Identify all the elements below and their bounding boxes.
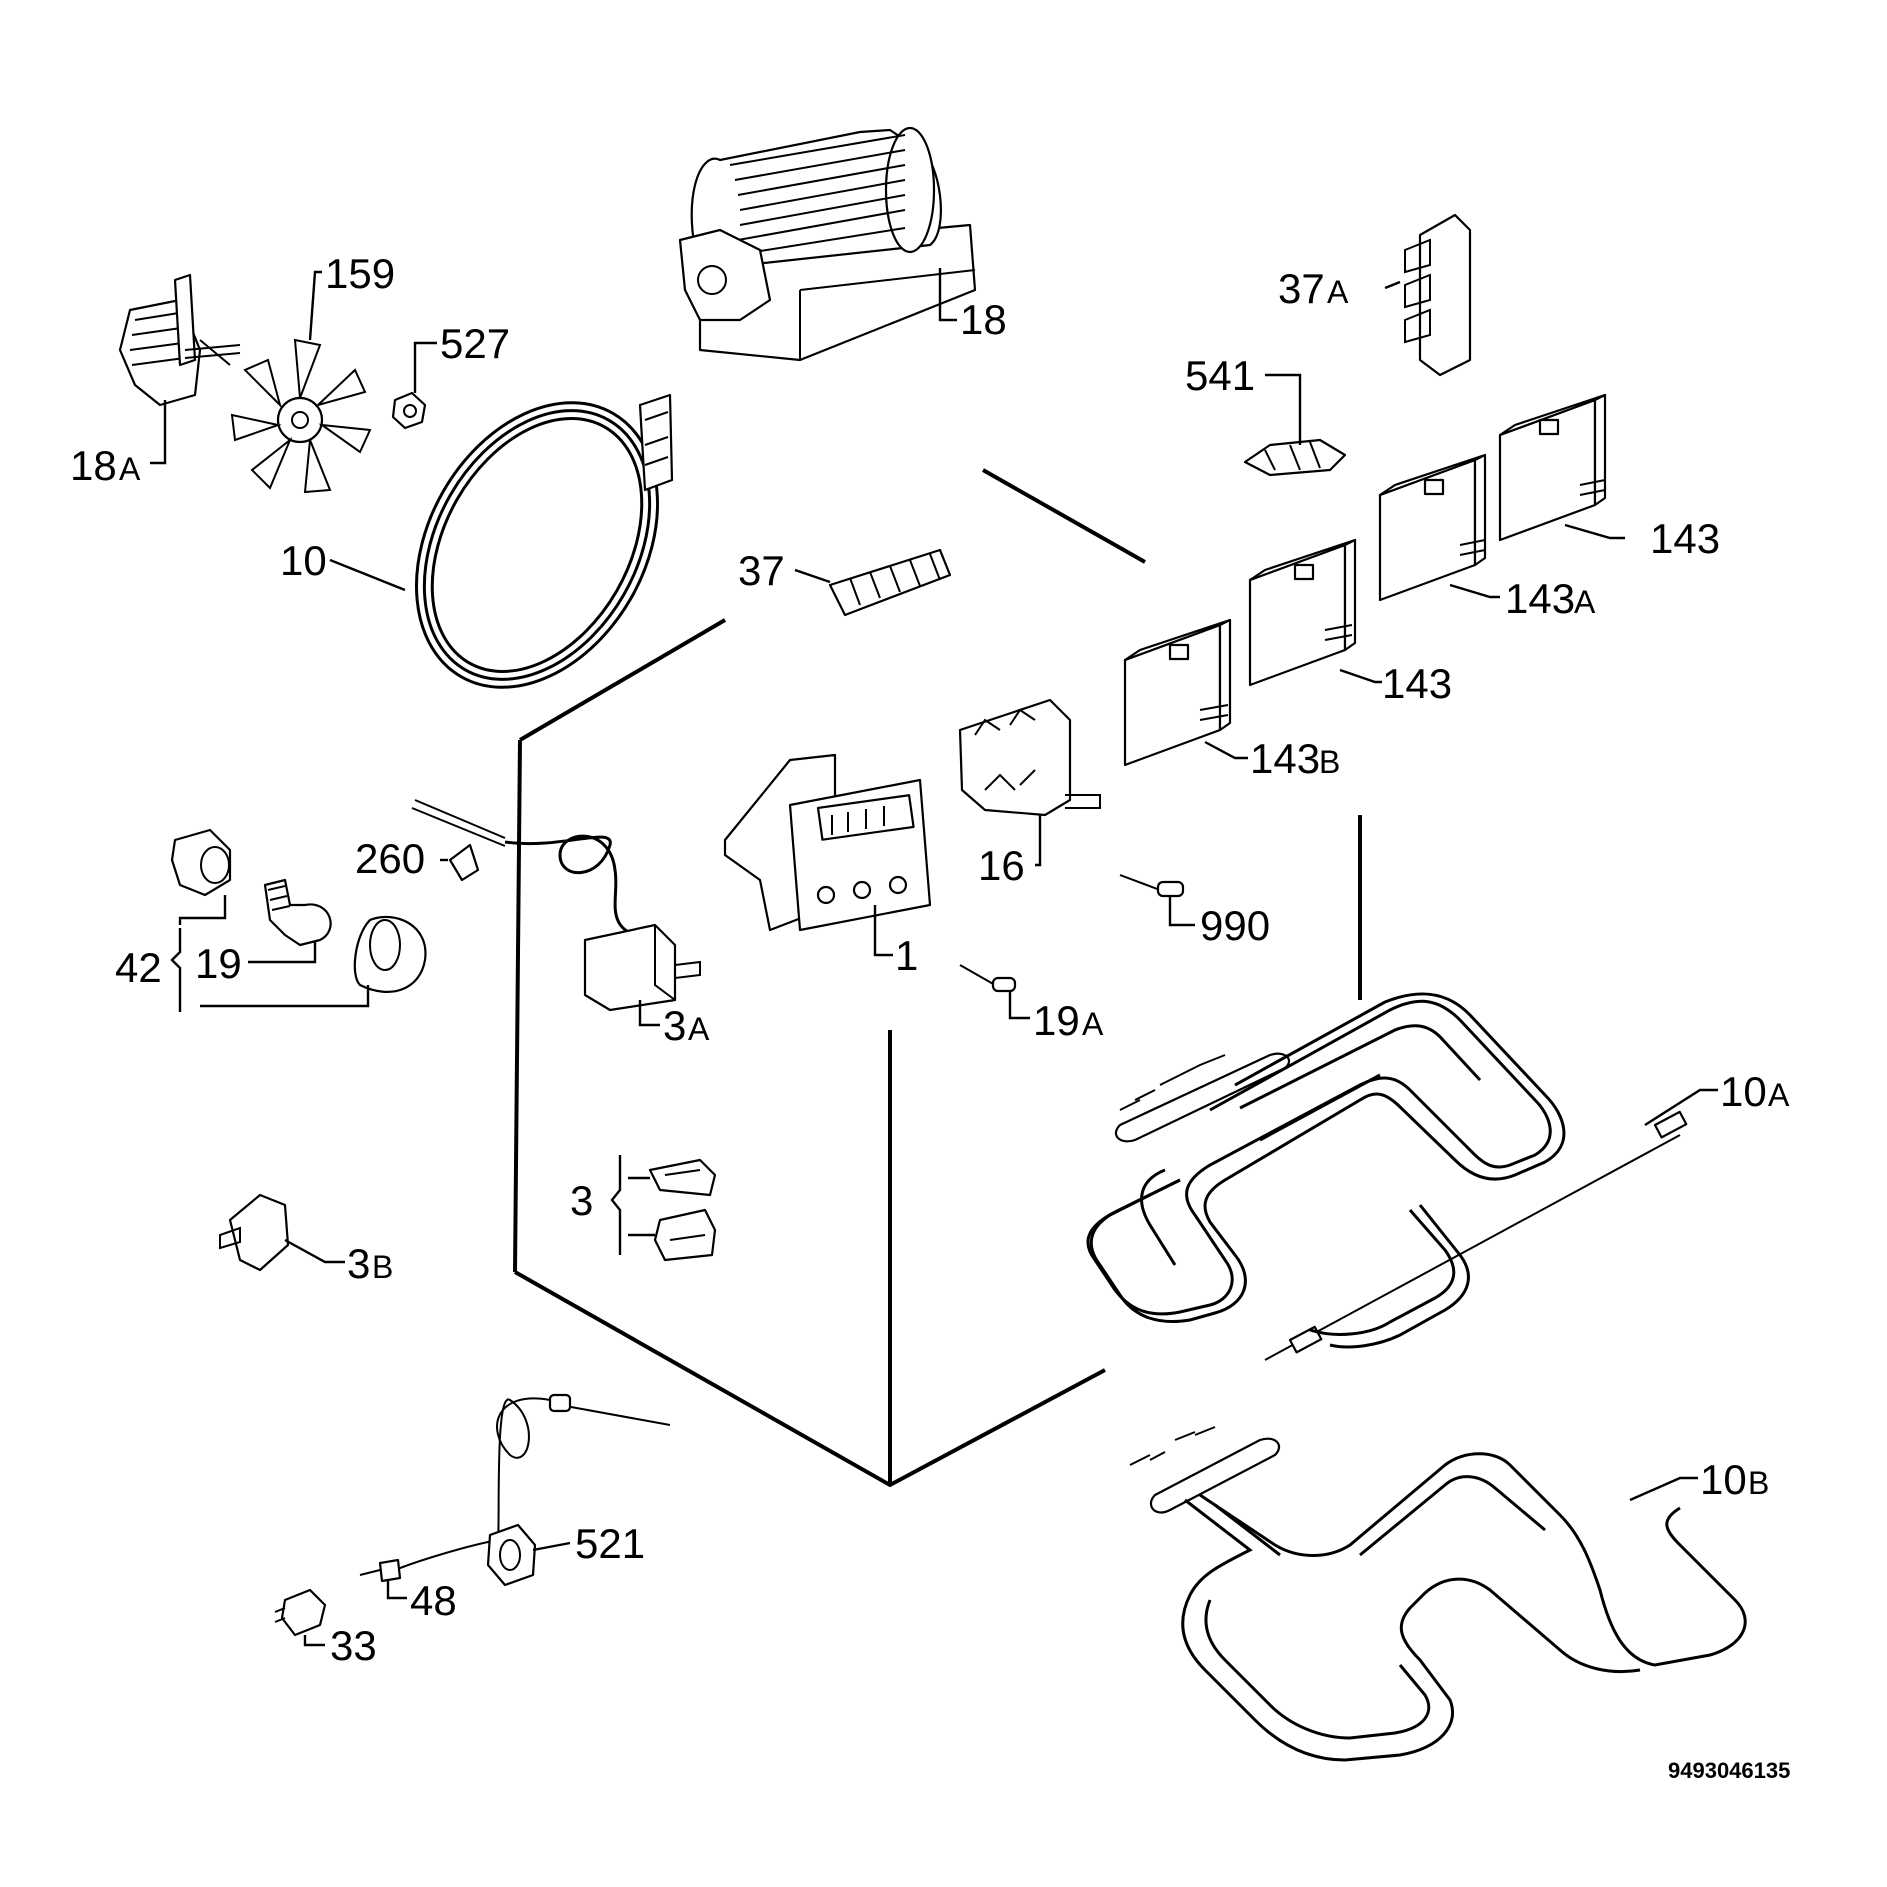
connector-33-part: [274, 1588, 327, 1637]
circular-heating-element-part: [414, 393, 674, 689]
label-143-top: 143: [1650, 515, 1720, 562]
energy-regulator-143-top-part: [1498, 393, 1607, 542]
lamp-holder-part: [170, 828, 232, 897]
label-143-mid: 143: [1382, 660, 1452, 707]
electronic-timer-part: [723, 753, 932, 932]
bottom-heating-element-part: [1129, 1426, 1747, 1762]
leader-19: [248, 942, 317, 964]
leader-521: [532, 1541, 571, 1552]
leader-159: [308, 270, 322, 341]
leader-143-mid: [1339, 668, 1382, 684]
leader-527: [413, 341, 437, 393]
energy-regulator-143-mid-part: [1248, 538, 1357, 687]
label-159: 159: [325, 250, 395, 297]
leader-42-bracket: [170, 928, 182, 1012]
label-143A: 143: [1505, 575, 1575, 622]
fan-blade-part: [230, 338, 372, 494]
label-143B: 143: [1250, 735, 1320, 782]
clip-part: [1243, 438, 1347, 477]
label-541: 541: [1185, 352, 1255, 399]
label-521: 521: [575, 1520, 645, 1567]
label-37A: 37: [1278, 265, 1325, 312]
fan-motor-part: [118, 273, 241, 407]
leader-990: [1168, 896, 1195, 927]
label-18A-suffix: A: [119, 451, 141, 487]
leader-18A: [150, 400, 167, 465]
label-42: 42: [115, 944, 162, 991]
leader-143B: [1204, 740, 1248, 760]
grill-heating-element-part: [1086, 992, 1688, 1361]
meat-probe-part: [359, 1393, 671, 1583]
leader-10: [329, 558, 406, 592]
leader-3-bracket: [610, 1155, 622, 1255]
label-10B-suffix: B: [1748, 1465, 1769, 1501]
leader-10A: [1644, 1088, 1718, 1127]
leader-16: [1035, 815, 1042, 867]
label-48: 48: [410, 1577, 457, 1624]
leader-42-top: [178, 895, 227, 925]
label-37: 37: [738, 547, 785, 594]
terminal-block-37A-part: [1404, 213, 1472, 377]
probe-socket-part: [486, 1523, 537, 1587]
label-3B: 3: [347, 1240, 370, 1287]
label-33: 33: [330, 1622, 377, 1669]
label-37A-suffix: A: [1327, 274, 1349, 310]
leader-10B: [1629, 1476, 1698, 1502]
thermal-fuse-part: [648, 1158, 717, 1262]
energy-regulator-143A-part: [1378, 453, 1487, 602]
clip-260-part: [448, 843, 480, 882]
leader-19A: [1008, 991, 1030, 1020]
leader-541: [1265, 373, 1302, 445]
label-18: 18: [960, 296, 1007, 343]
selector-switch-part: [958, 698, 1101, 817]
label-18A: 18: [70, 442, 117, 489]
nut-part: [391, 391, 427, 430]
indicator-lamp-19A-part: [959, 964, 1017, 993]
label-990: 990: [1200, 902, 1270, 949]
thermostat-3A-part: [411, 799, 701, 1012]
label-3A: 3: [663, 1002, 686, 1049]
terminal-strip-part: [828, 548, 952, 617]
label-19A: 19: [1033, 997, 1080, 1044]
leader-37A: [1384, 280, 1401, 290]
leader-18: [938, 268, 957, 322]
label-10A-suffix: A: [1768, 1077, 1790, 1113]
label-143A-suffix: A: [1574, 584, 1596, 620]
lamp-bulb-part: [263, 878, 332, 947]
label-143B-suffix: B: [1319, 744, 1340, 780]
label-10B: 10: [1700, 1456, 1747, 1503]
leader-42-bottom: [200, 985, 370, 1008]
leader-3A: [638, 1000, 660, 1027]
cabinet-outline: [513, 468, 1362, 1488]
label-3B-suffix: B: [372, 1249, 393, 1285]
energy-regulator-143B-part: [1123, 618, 1232, 767]
label-19A-suffix: A: [1082, 1006, 1104, 1042]
leader-48: [386, 1581, 407, 1600]
label-10A: 10: [1720, 1068, 1767, 1115]
leader-143A: [1449, 583, 1500, 599]
indicator-lamp-990-part: [1119, 874, 1185, 898]
leader-143-top: [1564, 523, 1625, 540]
leader-3B: [284, 1238, 345, 1264]
label-10: 10: [280, 537, 327, 584]
leader-33: [303, 1635, 325, 1647]
label-3: 3: [570, 1177, 593, 1224]
lamp-cover-part: [353, 915, 427, 993]
leader-1: [873, 905, 893, 957]
leader-37: [794, 568, 831, 584]
tangential-fan-part: [678, 126, 977, 362]
thermal-cutout-part: [219, 1193, 290, 1272]
label-527: 527: [440, 320, 510, 367]
label-19: 19: [195, 940, 242, 987]
label-260: 260: [355, 835, 425, 882]
label-16: 16: [978, 842, 1025, 889]
drawing-code: 9493046135: [1668, 1758, 1790, 1783]
label-3A-suffix: A: [688, 1011, 710, 1047]
label-1: 1: [895, 932, 918, 979]
